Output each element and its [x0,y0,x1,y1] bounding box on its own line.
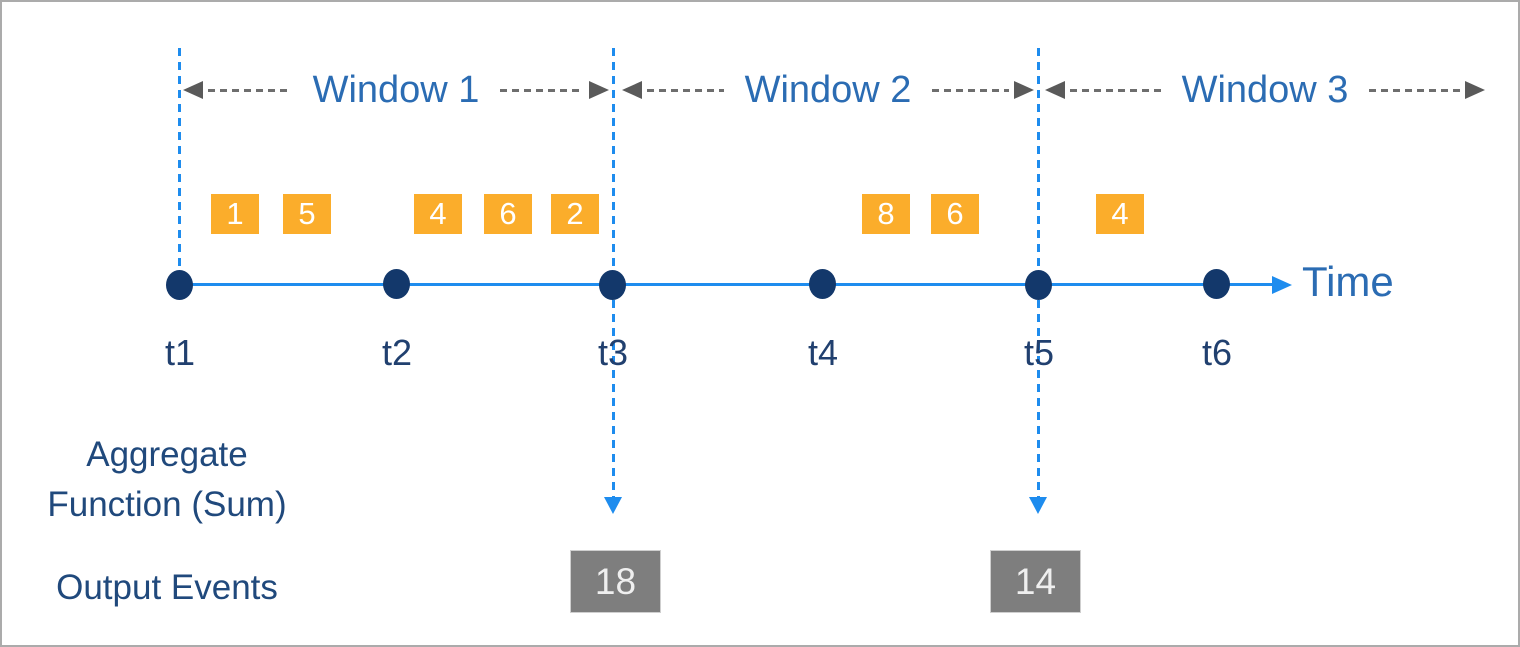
timeline-dot-t5 [1025,270,1052,300]
output-arrow-down-icon [1029,497,1047,514]
timeline-dot-t4 [809,269,836,299]
window-boundary-line-t1 [178,48,181,272]
event-box: 4 [414,194,462,234]
time-axis-label: Time [1302,258,1394,305]
dashed-span-line [500,88,584,92]
arrow-left-icon [183,81,203,99]
output-arrow-down-icon [604,497,622,514]
dashed-span-line [1369,88,1460,92]
window-2-span: Window 2 [622,68,1034,112]
tick-label-t2: t2 [381,332,413,373]
output-events-label: Output Events [56,568,278,607]
window-1-span: Window 1 [183,68,609,112]
dashed-span-line [208,88,292,92]
tick-label-t6: t6 [1201,332,1233,373]
output-box-t3: 18 [570,550,661,613]
output-box-t5: 14 [990,550,1081,613]
window-3-span: Window 3 [1045,68,1485,112]
arrow-right-icon [1465,81,1485,99]
aggregate-function-label-line1: Aggregate [86,435,248,474]
dashed-span-line [932,88,1009,92]
event-box: 4 [1096,194,1144,234]
timeline-axis [180,283,1272,286]
aggregate-function-label-line2: Function (Sum) [47,485,287,524]
event-box: 5 [283,194,331,234]
event-box: 2 [551,194,599,234]
arrow-right-icon [1014,81,1034,99]
aggregate-function-label: Aggregate Function (Sum) [37,430,297,530]
event-box: 6 [484,194,532,234]
arrow-right-icon [589,81,609,99]
window-1-label: Window 1 [312,69,480,111]
tick-label-t3: t3 [597,332,629,373]
event-box: 1 [211,194,259,234]
timeline-dot-t1 [166,270,193,300]
window-2-label: Window 2 [744,69,912,111]
tick-label-t1: t1 [164,332,196,373]
arrow-left-icon [622,81,642,99]
timeline-dot-t6 [1203,269,1230,299]
timeline-dot-t2 [383,269,410,299]
tick-label-t4: t4 [807,332,839,373]
arrow-left-icon [1045,81,1065,99]
event-box: 6 [931,194,979,234]
window-3-label: Window 3 [1181,69,1349,111]
tick-label-t5: t5 [1023,332,1055,373]
dashed-span-line [647,88,724,92]
event-box: 8 [862,194,910,234]
dashed-span-line [1070,88,1161,92]
timeline-dot-t3 [599,270,626,300]
timeline-arrow-right-icon [1272,276,1292,294]
